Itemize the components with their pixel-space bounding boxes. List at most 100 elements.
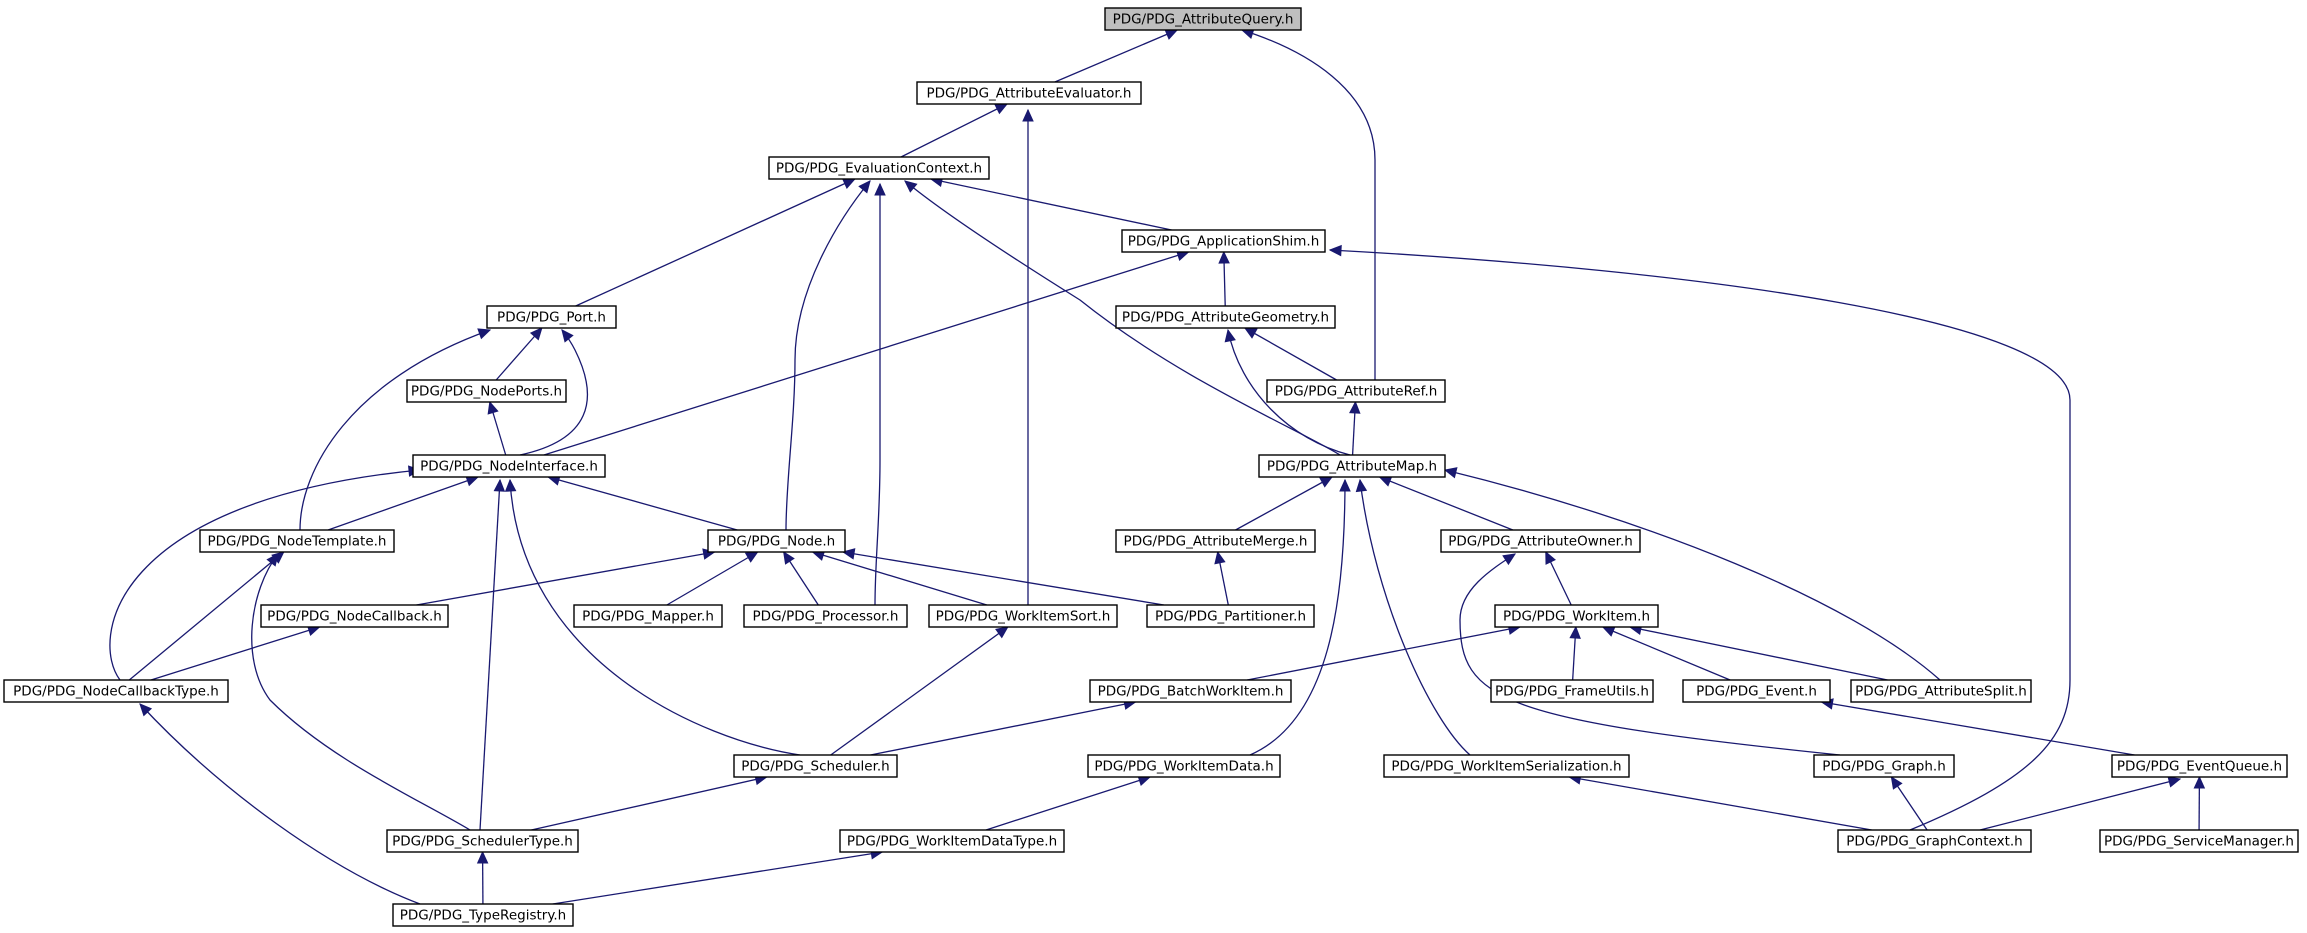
node-label-event-queue: PDG/PDG_EventQueue.h [2117, 759, 2282, 775]
edge-work-item-data-to-attribute-map-arrowhead [1339, 478, 1351, 492]
node-label-attribute-map: PDG/PDG_AttributeMap.h [1267, 459, 1437, 475]
node-port[interactable]: PDG/PDG_Port.h [486, 305, 617, 329]
edge-partitioner-to-node-arrowhead [841, 548, 856, 560]
edge-attribute-geometry-to-application-shim-arrowhead [1218, 250, 1230, 264]
node-service-manager[interactable]: PDG/PDG_ServiceManager.h [2099, 829, 2299, 853]
node-graph[interactable]: PDG/PDG_Graph.h [1813, 754, 1955, 778]
node-box-work-item-sort [928, 604, 1118, 628]
node-box-evaluation-context [768, 156, 990, 180]
node-node[interactable]: PDG/PDG_Node.h [707, 529, 846, 553]
node-label-node: PDG/PDG_Node.h [718, 534, 835, 550]
node-label-service-manager: PDG/PDG_ServiceManager.h [2104, 834, 2294, 850]
node-work-item-data-type[interactable]: PDG/PDG_WorkItemDataType.h [839, 829, 1065, 853]
node-node-interface[interactable]: PDG/PDG_NodeInterface.h [412, 454, 606, 478]
node-graph-context[interactable]: PDG/PDG_GraphContext.h [1837, 829, 2032, 853]
edge-scheduler-to-work-item-sort [830, 626, 1009, 756]
node-label-attribute-evaluator: PDG/PDG_AttributeEvaluator.h [927, 86, 1132, 102]
node-label-attribute-owner: PDG/PDG_AttributeOwner.h [1448, 534, 1633, 550]
node-box-attribute-ref [1266, 379, 1446, 403]
node-label-evaluation-context: PDG/PDG_EvaluationContext.h [776, 161, 982, 177]
node-box-attribute-merge [1115, 529, 1316, 553]
node-event[interactable]: PDG/PDG_Event.h [1682, 679, 1831, 703]
edge-application-shim-to-evaluation-context [930, 178, 1172, 231]
node-evaluation-context[interactable]: PDG/PDG_EvaluationContext.h [768, 156, 990, 180]
edge-node-to-node-interface [548, 476, 738, 531]
edge-batch-work-item-to-work-item [1246, 626, 1521, 681]
edge-evaluation-context-to-attribute-evaluator-arrowhead [994, 103, 1009, 115]
node-work-item[interactable]: PDG/PDG_WorkItem.h [1494, 604, 1659, 628]
node-node-callback[interactable]: PDG/PDG_NodeCallback.h [260, 604, 449, 628]
edge-attribute-merge-to-attribute-map-arrowhead [1319, 476, 1334, 488]
node-work-item-data[interactable]: PDG/PDG_WorkItemData.h [1087, 754, 1281, 778]
edge-evaluation-context-to-attribute-evaluator [900, 103, 1008, 158]
edge-graph-context-to-application-shim [1329, 249, 2071, 831]
node-box-service-manager [2099, 829, 2299, 853]
node-attribute-geometry[interactable]: PDG/PDG_AttributeGeometry.h [1115, 305, 1336, 329]
node-box-event [1682, 679, 1831, 703]
node-node-ports[interactable]: PDG/PDG_NodePorts.h [406, 379, 567, 403]
edge-node-callback-type-to-node-interface [109, 469, 421, 681]
node-event-queue[interactable]: PDG/PDG_EventQueue.h [2111, 754, 2288, 778]
node-box-node-callback-type [3, 679, 229, 703]
nodes-layer: PDG/PDG_AttributeQuery.hPDG/PDG_Attribut… [3, 7, 2299, 927]
edge-graph-context-to-graph-arrowhead [1890, 775, 1903, 790]
node-attribute-evaluator[interactable]: PDG/PDG_AttributeEvaluator.h [916, 81, 1142, 105]
node-label-attribute-split: PDG/PDG_AttributeSplit.h [1855, 684, 2027, 700]
edge-scheduler-type-to-scheduler [531, 776, 767, 831]
node-attribute-map[interactable]: PDG/PDG_AttributeMap.h [1258, 454, 1446, 478]
node-scheduler[interactable]: PDG/PDG_Scheduler.h [733, 754, 898, 778]
node-application-shim[interactable]: PDG/PDG_ApplicationShim.h [1121, 229, 1326, 253]
node-box-node [707, 529, 846, 553]
edge-attribute-evaluator-to-attribute-query [1054, 29, 1178, 83]
edge-type-registry-to-scheduler-type-arrowhead [476, 850, 489, 864]
edge-attribute-map-to-attribute-geometry-arrowhead [1224, 328, 1236, 343]
node-work-item-sort[interactable]: PDG/PDG_WorkItemSort.h [928, 604, 1118, 628]
edge-graph-context-to-work-item-serialization [1569, 776, 1872, 831]
edge-graph-context-to-event-queue [1979, 778, 2181, 831]
node-attribute-owner[interactable]: PDG/PDG_AttributeOwner.h [1440, 529, 1641, 553]
edge-attribute-split-to-work-item [1629, 626, 1888, 681]
node-attribute-ref[interactable]: PDG/PDG_AttributeRef.h [1266, 379, 1446, 403]
node-attribute-query[interactable]: PDG/PDG_AttributeQuery.h [1104, 7, 1302, 31]
node-label-batch-work-item: PDG/PDG_BatchWorkItem.h [1098, 684, 1284, 700]
edge-scheduler-type-to-node-template [251, 553, 471, 831]
edge-attribute-ref-to-attribute-geometry [1244, 327, 1337, 381]
node-label-work-item: PDG/PDG_WorkItem.h [1503, 609, 1650, 625]
node-work-item-serialization[interactable]: PDG/PDG_WorkItemSerialization.h [1383, 754, 1630, 778]
edge-attribute-merge-to-attribute-map [1235, 476, 1333, 531]
node-box-event-queue [2111, 754, 2288, 778]
node-label-work-item-serialization: PDG/PDG_WorkItemSerialization.h [1391, 759, 1621, 775]
node-label-graph: PDG/PDG_Graph.h [1822, 759, 1946, 775]
node-box-attribute-map [1258, 454, 1446, 478]
edge-event-to-work-item-arrowhead [1601, 626, 1616, 637]
node-scheduler-type[interactable]: PDG/PDG_SchedulerType.h [386, 829, 579, 853]
node-label-scheduler-type: PDG/PDG_SchedulerType.h [392, 834, 573, 850]
edge-work-item-serialization-to-attribute-map-arrowhead [1355, 478, 1368, 493]
node-frame-utils[interactable]: PDG/PDG_FrameUtils.h [1490, 679, 1654, 703]
node-partitioner[interactable]: PDG/PDG_Partitioner.h [1146, 604, 1315, 628]
node-mapper[interactable]: PDG/PDG_Mapper.h [573, 604, 723, 628]
edge-scheduler-to-node-interface [509, 479, 801, 756]
edge-node-to-evaluation-context-arrowhead [858, 180, 871, 194]
edge-mapper-to-node-arrowhead [744, 551, 759, 563]
node-processor[interactable]: PDG/PDG_Processor.h [743, 604, 908, 628]
edge-node-callback-type-to-node-callback [150, 626, 320, 681]
node-attribute-split[interactable]: PDG/PDG_AttributeSplit.h [1850, 679, 2032, 703]
node-box-attribute-query [1104, 7, 1302, 31]
node-attribute-merge[interactable]: PDG/PDG_AttributeMerge.h [1115, 529, 1316, 553]
edge-work-item-to-attribute-owner-arrowhead [1545, 550, 1556, 565]
edge-work-item-serialization-to-attribute-map [1359, 479, 1471, 756]
edge-node-callback-to-node [416, 551, 715, 606]
node-node-template[interactable]: PDG/PDG_NodeTemplate.h [199, 529, 395, 553]
edge-type-registry-to-node-callback-type [139, 703, 421, 905]
node-type-registry[interactable]: PDG/PDG_TypeRegistry.h [392, 903, 574, 927]
node-label-partitioner: PDG/PDG_Partitioner.h [1155, 609, 1306, 625]
edge-work-item-data-to-attribute-map [1249, 479, 1346, 756]
edge-attribute-map-to-attribute-ref-arrowhead [1349, 400, 1361, 414]
edge-attribute-split-to-attribute-map [1444, 469, 1941, 681]
node-node-callback-type[interactable]: PDG/PDG_NodeCallbackType.h [3, 679, 229, 703]
node-batch-work-item[interactable]: PDG/PDG_BatchWorkItem.h [1089, 679, 1292, 703]
edge-node-template-to-port [299, 329, 491, 531]
edge-processor-to-evaluation-context-arrowhead [874, 182, 886, 196]
node-box-node-template [199, 529, 395, 553]
